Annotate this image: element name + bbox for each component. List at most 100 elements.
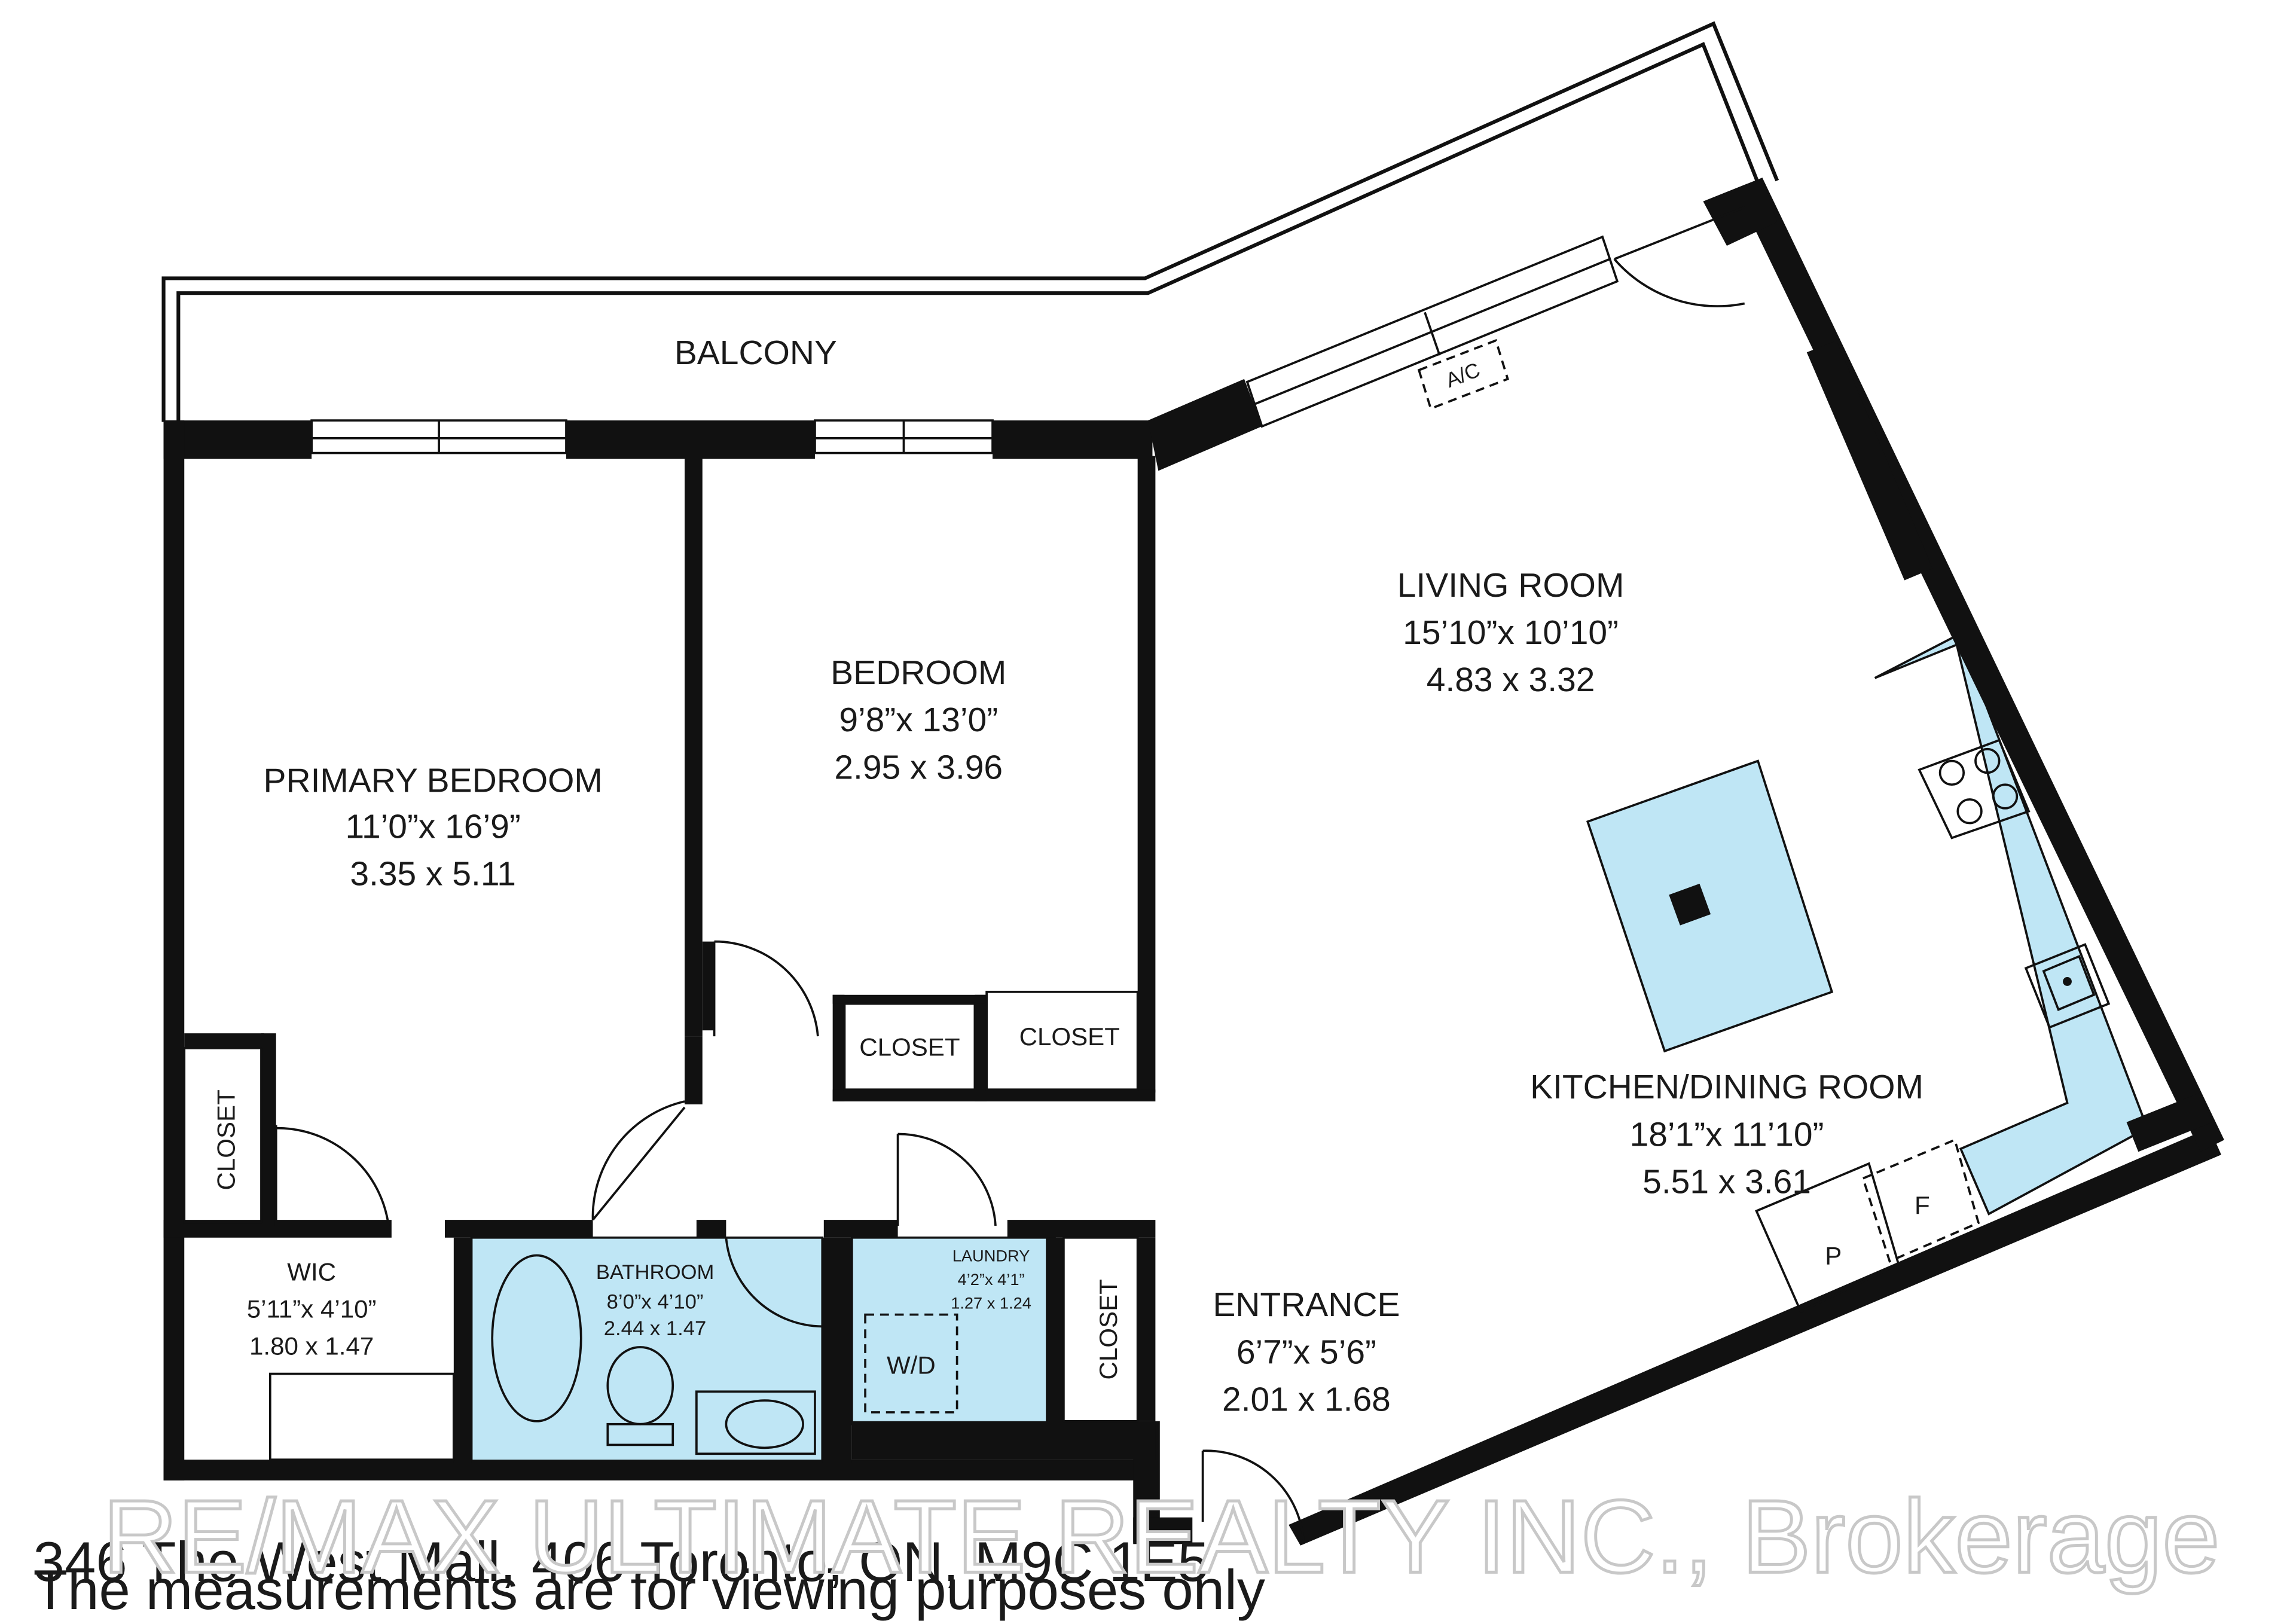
laundry-metric: 1.27 x 1.24 (951, 1294, 1031, 1312)
watermark: RE/MAX ULTIMATE REALTY INC., Brokerage (103, 1478, 2220, 1594)
wic-name: WIC (287, 1258, 336, 1286)
bathroom-door (725, 1236, 823, 1328)
wic-closet-wall (184, 1033, 264, 1048)
kitchen-fixtures (1417, 338, 2111, 1314)
kitchen-counter (1874, 634, 2149, 1216)
laundry-closet-wall (1046, 1237, 1064, 1424)
north-wall-left (163, 420, 312, 459)
ac-unit (1417, 338, 1509, 410)
hall-door (591, 1100, 686, 1221)
living-room-name: LIVING ROOM (1397, 566, 1625, 605)
bathroom-metric: 2.44 x 1.47 (604, 1317, 707, 1340)
south-east-wall (1289, 1128, 2221, 1546)
kitchen-name: KITCHEN/DINING ROOM (1530, 1068, 1923, 1106)
balcony-label: BALCONY (674, 334, 837, 372)
primary-bedroom-imperial: 11’0”x 16’9” (346, 807, 521, 845)
primary-bedroom-metric: 3.35 x 5.11 (350, 855, 516, 893)
address: 346 The West Mall, 406 Toronto, ON, M9C … (33, 1530, 1209, 1593)
entry-door (1201, 1449, 1305, 1540)
north-wall-right (993, 420, 1153, 459)
wic-door (274, 1125, 390, 1226)
entrance-name: ENTRANCE (1213, 1286, 1400, 1324)
closet-wall-b (975, 994, 987, 1102)
fridge-label: F (1915, 1191, 1930, 1219)
closet-outlines (183, 990, 1139, 1461)
living-room-metric: 4.83 x 3.32 (1427, 661, 1595, 699)
east-pier-2 (2126, 1092, 2213, 1152)
washer-dryer-label: W/D (887, 1351, 936, 1379)
north-wall-mid (566, 420, 815, 459)
wic-imperial: 5’11”x 4’10” (247, 1295, 377, 1323)
toilet-tank (606, 1422, 674, 1446)
entry-closet-wall (1137, 1237, 1156, 1421)
living-north-wall (1148, 378, 1262, 471)
laundry-floor (850, 1236, 1056, 1425)
bath-laundry-wall (822, 1237, 852, 1463)
closet-label-primary: CLOSET (212, 1089, 240, 1190)
mid-wall-right (696, 1220, 726, 1238)
bedroom-name: BEDROOM (831, 654, 1006, 692)
bedroom-divider (685, 456, 703, 1037)
entry-stub (1133, 1517, 1193, 1544)
vanity (695, 1390, 816, 1455)
entrance-metric: 2.01 x 1.68 (1222, 1380, 1391, 1418)
bedroom-imperial: 9’8”x 13’0” (839, 701, 998, 739)
kitchen-island (1586, 759, 1834, 1053)
entrance-imperial: 6’7”x 5’6” (1236, 1333, 1376, 1371)
island-column (1669, 883, 1711, 926)
pantry (1755, 1162, 1900, 1314)
footer: 346 The West Mall, 406 Toronto, ON, M9C … (33, 1477, 2221, 1621)
closet-label-bedroom-b: CLOSET (1019, 1022, 1120, 1051)
doors (274, 206, 1745, 1540)
wic-metric: 1.80 x 1.47 (249, 1332, 374, 1360)
mid-wall-mid (444, 1220, 593, 1238)
wic-bath-wall (453, 1237, 472, 1463)
bedroom-metric: 2.95 x 3.96 (834, 748, 1003, 786)
primary-bedroom-name: PRIMARY BEDROOM (263, 762, 602, 800)
balcony-door (1613, 206, 1745, 307)
laundry-name: LAUNDRY (952, 1246, 1030, 1265)
bathroom-name: BATHROOM (596, 1261, 715, 1284)
sink (725, 1399, 804, 1449)
bathtub (491, 1254, 582, 1422)
washer-dryer (864, 1313, 958, 1414)
east-wall (1735, 178, 2224, 1152)
ac-label: A/C (1443, 359, 1483, 392)
room-labels: BALCONY PRIMARY BEDROOM 11’0”x 16’9” 3.3… (247, 334, 1923, 1418)
mid-wall-laundry-r (1007, 1220, 1156, 1238)
living-room-imperial: 15’10”x 10’10” (1403, 613, 1619, 652)
east-pier-1 (1806, 340, 1933, 581)
kitchen-sink (2024, 943, 2111, 1029)
hall-stub (685, 1036, 703, 1104)
disclaimer: The measurements are for viewing purpose… (33, 1558, 1265, 1621)
bedroom-east-wall (1137, 456, 1156, 1093)
kitchen-imperial: 18’1”x 11’10” (1630, 1115, 1824, 1153)
kitchen-metric: 5.51 x 3.61 (1642, 1163, 1811, 1201)
south-wall-left (163, 1460, 1156, 1480)
cooktop (1918, 738, 2031, 840)
closet-primary (183, 1047, 262, 1224)
closet-label-entry: CLOSET (1094, 1279, 1122, 1379)
mid-wall-laundry (823, 1220, 898, 1238)
wic-shelf (268, 1372, 455, 1461)
fixture-labels: CLOSET CLOSET CLOSET CLOSET A/C W/D P F (212, 359, 1929, 1380)
fridge (1861, 1138, 1980, 1263)
bathroom-fixtures (491, 1254, 958, 1455)
walls (163, 178, 2224, 1546)
windows (310, 235, 1619, 454)
east-column (1703, 178, 1778, 246)
bedroom-door (713, 940, 819, 1037)
bathroom-imperial: 8’0”x 4’10” (607, 1291, 704, 1314)
laundry-door (896, 1132, 997, 1226)
closet-bottom (832, 1089, 1156, 1102)
closet-bedroom-a (843, 1002, 976, 1091)
west-wall (163, 420, 185, 1480)
laundry-imperial: 4’2”x 4’1” (958, 1270, 1025, 1289)
closet-top (832, 994, 987, 1004)
closet-entry (1062, 1236, 1139, 1422)
closet-wall-a (832, 994, 845, 1102)
closet-bedroom-b (985, 990, 1139, 1091)
pantry-label: P (1825, 1241, 1842, 1269)
wic-closet-side (261, 1033, 276, 1226)
